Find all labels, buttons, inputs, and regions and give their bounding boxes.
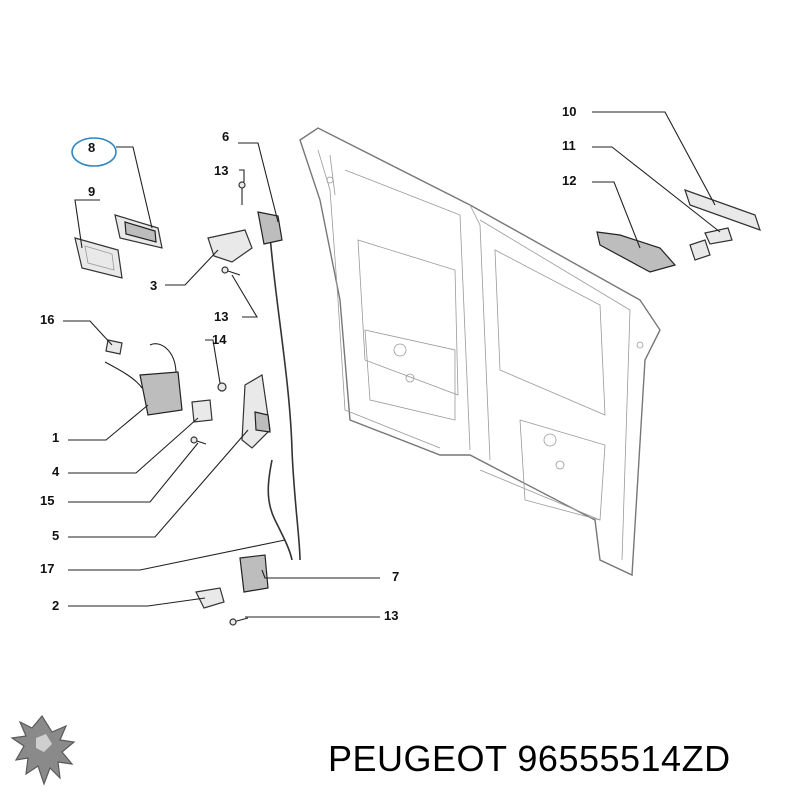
part-8-inner-handle [114, 214, 163, 249]
callout-labels: 8 9 6 13 3 13 16 14 1 4 15 5 17 2 7 13 1… [40, 104, 576, 623]
part-6-upper-lock [257, 211, 283, 245]
callout-6: 6 [222, 129, 229, 144]
part-13-screw-top [238, 181, 246, 205]
callout-4: 4 [52, 464, 60, 479]
part-number: 96555514ZD [517, 738, 731, 779]
highlight-ring-part-8 [71, 137, 117, 167]
part-4-striker-plate [191, 399, 213, 423]
peugeot-lion-icon [10, 714, 76, 786]
callout-8: 8 [88, 140, 95, 155]
callout-11: 11 [562, 138, 576, 153]
part-15-screw [190, 436, 207, 445]
callout-13-bottom: 13 [384, 608, 398, 623]
part-10-outer-handle [684, 189, 761, 231]
callout-15: 15 [40, 493, 54, 508]
brand-name: PEUGEOT [328, 738, 507, 779]
part-13-screw-bottom [229, 617, 249, 626]
part-11-lock-cylinder [689, 227, 733, 261]
callout-5: 5 [52, 528, 59, 543]
callout-10: 10 [562, 104, 576, 119]
callout-16: 16 [40, 312, 54, 327]
part-caption: PEUGEOT 96555514ZD [328, 738, 798, 788]
callout-7: 7 [392, 569, 399, 584]
callout-1: 1 [52, 430, 59, 445]
callout-13-top: 13 [214, 163, 228, 178]
callout-2: 2 [52, 598, 59, 613]
callout-13-mid: 13 [214, 309, 228, 324]
part-2-lower-catch [195, 587, 225, 609]
part-13-screw-mid [221, 266, 241, 276]
part-5-lock-mechanism [241, 374, 271, 449]
callout-17: 17 [40, 561, 54, 576]
part-1-door-lock [104, 343, 183, 416]
part-9-handle-bezel [74, 237, 123, 279]
part-12-handle-carrier [596, 231, 677, 273]
release-cable [267, 234, 301, 561]
callout-14: 14 [212, 332, 227, 347]
callout-3: 3 [150, 278, 157, 293]
part-16-connector [105, 339, 123, 355]
part-7-lower-lock [239, 554, 269, 593]
part-3-bracket [207, 229, 253, 263]
callout-9: 9 [88, 184, 95, 199]
leader-lines [63, 111, 721, 618]
sliding-door-frame [299, 127, 661, 577]
callout-12: 12 [562, 173, 576, 188]
part-14-clip [217, 382, 227, 392]
